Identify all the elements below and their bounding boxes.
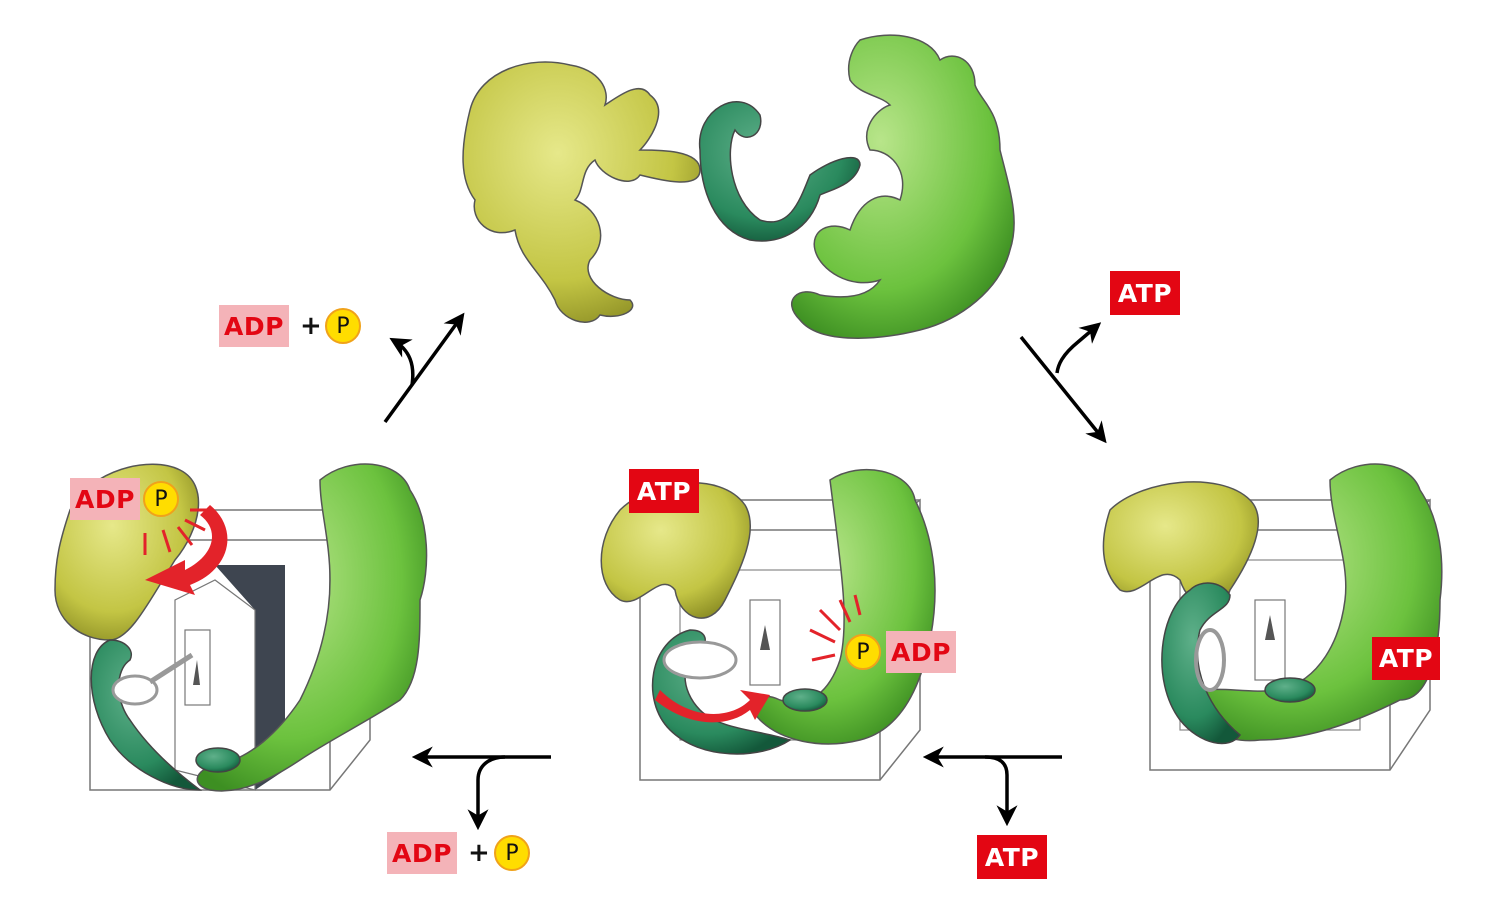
open-door-gap <box>215 565 285 790</box>
dark-green-subunit <box>1161 582 1241 745</box>
green-subunit <box>751 468 936 745</box>
atp-label: ATP <box>977 835 1047 879</box>
dark-green-subunit <box>90 639 203 791</box>
top-state-subunits <box>462 34 1015 339</box>
energy-lines <box>143 508 210 555</box>
motion-arrow <box>145 505 228 595</box>
arrow-right-to-middle <box>922 746 1062 827</box>
dark-green-subunit <box>698 101 861 242</box>
motion-arrow <box>655 690 770 723</box>
key-ring <box>111 674 159 706</box>
middle-state-complex <box>600 468 936 781</box>
key-ring <box>1194 628 1226 692</box>
phosphate-icon: P <box>845 634 881 670</box>
adp-label: ADP <box>886 631 956 673</box>
plus-sign: + <box>300 311 322 341</box>
green-subunit <box>791 34 1015 339</box>
key-ring <box>662 640 738 680</box>
phosphate-icon: P <box>325 308 361 344</box>
yellow-subunit <box>600 482 752 619</box>
atp-label: ATP <box>1372 637 1440 680</box>
plus-sign: + <box>468 838 490 868</box>
yellow-subunit <box>462 61 701 323</box>
green-subunit <box>196 463 428 792</box>
phosphate-icon: P <box>143 481 179 517</box>
adp-label: ADP <box>70 478 140 520</box>
adp-label: ADP <box>219 305 289 347</box>
arrow-top-to-right <box>1019 322 1107 444</box>
arrow-left-to-top <box>383 312 465 424</box>
energy-lines <box>809 594 862 662</box>
right-state-complex <box>1102 463 1443 771</box>
atp-label: ATP <box>629 469 699 513</box>
adp-label: ADP <box>387 832 457 874</box>
phosphate-icon: P <box>494 835 530 871</box>
atp-label: ATP <box>1110 271 1180 315</box>
arrow-middle-to-left <box>411 746 551 831</box>
